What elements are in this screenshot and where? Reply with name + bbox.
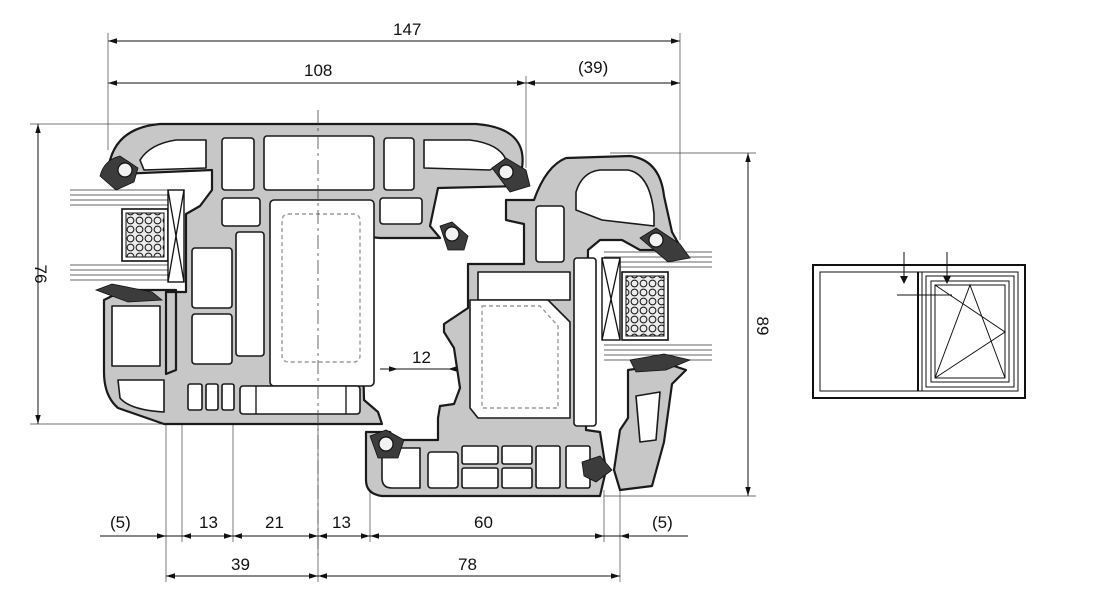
- overall-width-label: 147: [393, 20, 421, 39]
- mullion-chamber-d: [383, 137, 415, 191]
- elevation-opening-triangle: [934, 283, 1006, 379]
- mullion-profile: [102, 122, 524, 426]
- dim-bottom-5: 60: [474, 513, 493, 532]
- left-glazing-unit: [70, 189, 185, 283]
- right-glazing-unit: [601, 251, 712, 361]
- left-frame-chamber-upper: [111, 305, 161, 367]
- sash-depth-label: 89: [753, 317, 772, 336]
- sash-chamber-top: [477, 271, 571, 301]
- dim-lower-1: 39: [231, 555, 250, 574]
- dim-bottom-6: (5): [652, 513, 673, 532]
- elevation-sash: [925, 275, 1015, 388]
- elevation-outer-frame: [812, 264, 1026, 399]
- dim-lower-2: 78: [458, 555, 477, 574]
- sash-reinforcement-chamber: [469, 299, 571, 419]
- dim-bottom-2: 13: [199, 513, 218, 532]
- mullion-chamber-a: [139, 139, 207, 171]
- right-dimension: 89: [604, 152, 772, 497]
- sash-chamber-upper: [575, 169, 655, 227]
- sash-profile: [364, 154, 688, 498]
- window-elevation-schematic: [812, 252, 1026, 399]
- sash-overlap-label: (39): [578, 58, 608, 77]
- sash-steel-reinforcement: [481, 305, 559, 409]
- frame-depth-label: 76: [31, 265, 50, 284]
- mullion-steel-reinforcement: [281, 213, 361, 363]
- left-frame-chamber-lower: [117, 379, 165, 413]
- rebate-label: 12: [412, 348, 431, 367]
- frame-width-label: 108: [304, 61, 332, 80]
- top-dimensions: 147 108 (39): [107, 20, 681, 240]
- dim-bottom-1: (5): [110, 513, 131, 532]
- mullion-chamber-c: [263, 135, 375, 191]
- gaskets: [94, 155, 692, 483]
- mullion-chamber-b: [221, 137, 255, 191]
- dim-bottom-4: 13: [332, 513, 351, 532]
- dim-bottom-3: 21: [265, 513, 284, 532]
- mullion-reinforcement-chamber: [269, 199, 375, 387]
